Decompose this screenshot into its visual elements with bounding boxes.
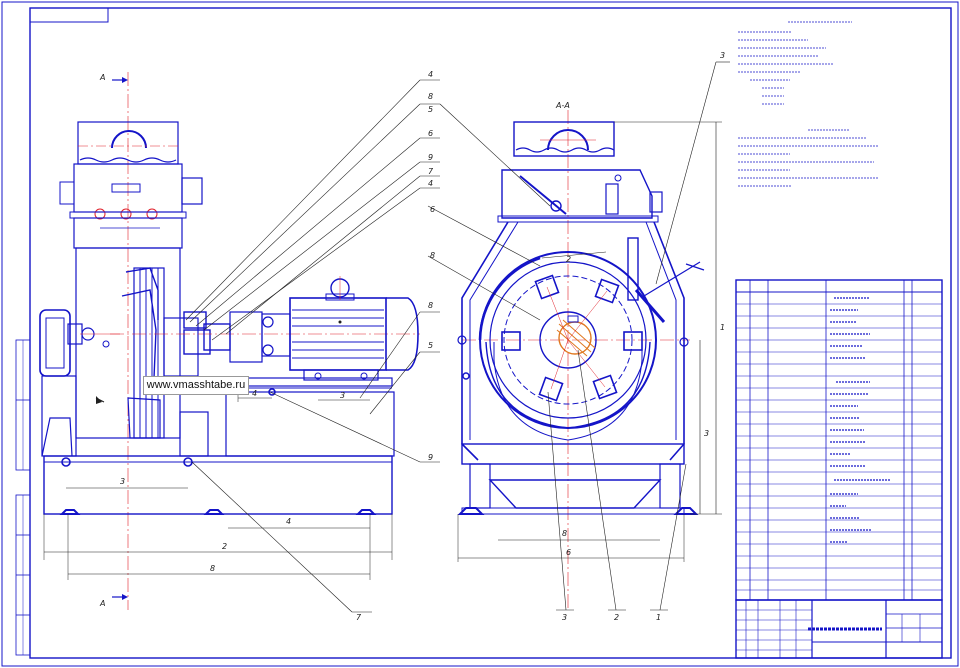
callout-label: 6 [430,205,435,214]
callout-label: 8 [430,251,435,260]
svg-text:3: 3 [340,391,345,400]
section-view: A-A [457,101,705,608]
callout-label: 5 [428,341,433,350]
callout-label: 4 [428,179,433,188]
svg-text:1: 1 [720,323,725,332]
svg-text:3: 3 [120,477,125,486]
svg-text:4: 4 [252,389,257,398]
callout-label: 8 [428,301,433,310]
svg-text:8: 8 [210,564,215,573]
side-view-dimensions: 3 4 2 8 4 3 [43,389,393,580]
svg-text:4: 4 [286,517,291,526]
parts-list [735,279,943,601]
callout-label: 9 [428,453,433,462]
machine-base [43,377,395,515]
callout-label: 7 [356,613,362,622]
svg-text:3: 3 [704,429,709,438]
side-view [39,72,420,610]
section-mark: A [99,599,105,608]
watermark-label: www.vmasshtabe.ru [143,376,249,395]
callout-label: 9 [428,153,433,162]
svg-text:8: 8 [562,529,567,538]
section-title: A-A [555,101,570,110]
callout-label: 8 [428,92,433,101]
electric-motor [261,276,419,381]
callout-label: 1 [656,613,661,622]
section-mark: A [99,73,105,82]
callout-label: 6 [428,129,433,138]
hammer-set [501,274,643,402]
svg-text:6: 6 [566,548,571,557]
callout-label: 3 [720,51,725,60]
callout-label: 3 [562,613,567,622]
section-view-dimensions: 8 6 1 3 2 [457,121,725,562]
svg-text:2: 2 [566,255,571,264]
side-view-leaders: 4 8 5 6 9 7 4 8 5 9 7 A A [99,70,440,622]
section-view-leaders: 3 6 8 3 2 1 [427,51,730,622]
title-block [735,599,943,659]
callout-label: 2 [614,613,619,622]
svg-text:2: 2 [222,542,227,551]
callout-label: 4 [428,70,433,79]
technical-notes [738,21,878,187]
callout-label: 7 [428,167,434,176]
callout-label: 5 [428,105,433,114]
